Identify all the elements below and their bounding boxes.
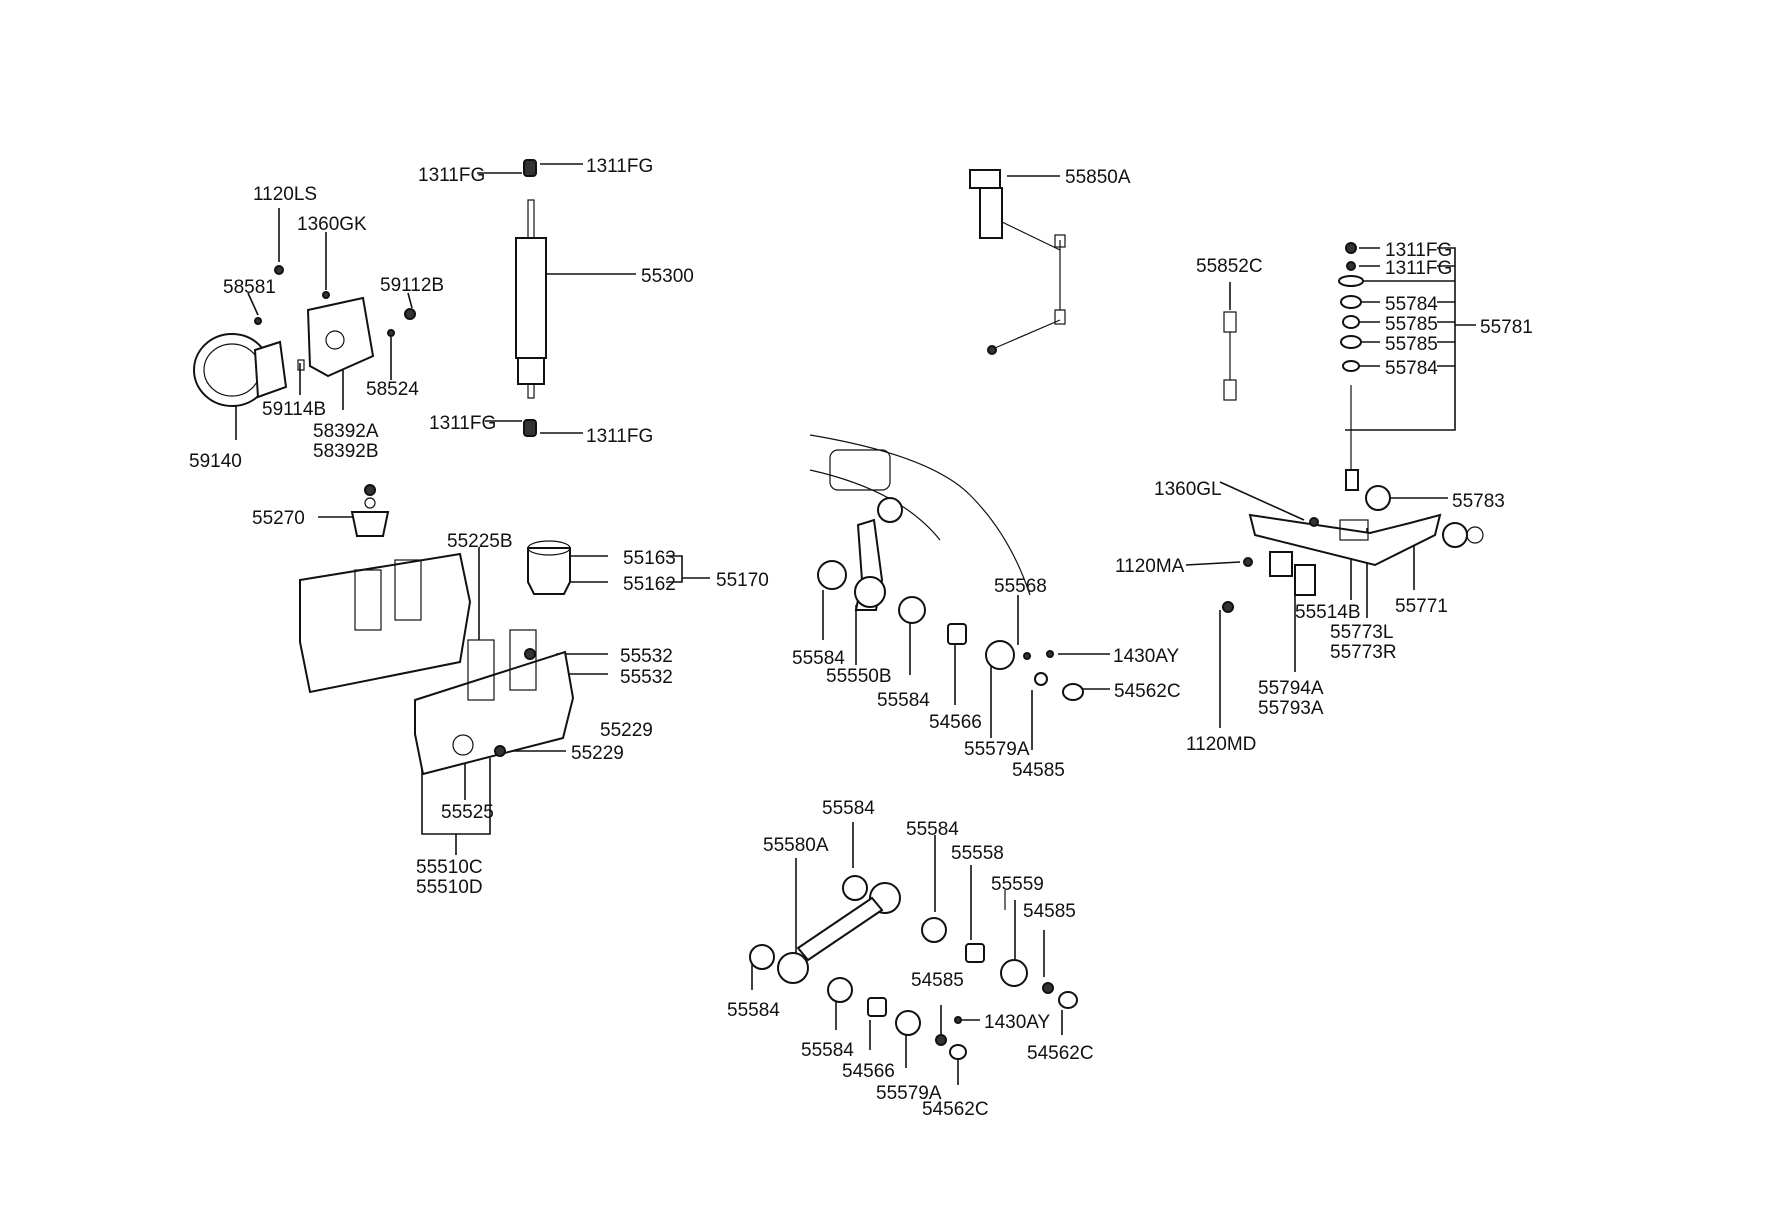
height-valve-linkage xyxy=(969,169,1237,401)
label-1311fg: 1311FG xyxy=(586,426,653,447)
label-59114b: 59114B xyxy=(262,399,326,420)
axle-bracket-arm xyxy=(809,434,1084,701)
label-58392b: 58392B xyxy=(313,441,379,462)
label-58581: 58581 xyxy=(223,277,276,298)
label-1360gk: 1360GK xyxy=(297,214,367,235)
label-55584: 55584 xyxy=(877,690,930,711)
label-55584: 55584 xyxy=(822,798,875,819)
label-55229: 55229 xyxy=(571,743,624,764)
label-55525: 55525 xyxy=(441,802,494,823)
label-55785: 55785 xyxy=(1385,314,1438,335)
label-55784: 55784 xyxy=(1385,294,1438,315)
label-55784: 55784 xyxy=(1385,358,1438,379)
label-1311fg: 1311FG xyxy=(1385,258,1452,279)
label-55550b: 55550B xyxy=(826,666,892,687)
label-55225b: 55225B xyxy=(447,531,513,552)
label-55781: 55781 xyxy=(1480,317,1533,338)
label-55170: 55170 xyxy=(716,570,769,591)
bump-stopper xyxy=(350,484,390,537)
label-55579a: 55579A xyxy=(964,739,1030,760)
label-54562c: 54562C xyxy=(1027,1043,1094,1064)
label-55163: 55163 xyxy=(623,548,676,569)
label-55580a: 55580A xyxy=(763,835,829,856)
label-1311fg: 1311FG xyxy=(429,413,496,434)
label-1430ay: 1430AY xyxy=(1113,646,1180,667)
label-55794a: 55794A xyxy=(1258,678,1324,699)
label-55584: 55584 xyxy=(727,1000,780,1021)
label-58392a: 58392A xyxy=(313,421,379,442)
label-55568: 55568 xyxy=(994,576,1047,597)
label-54562c: 54562C xyxy=(1114,681,1181,702)
label-55532: 55532 xyxy=(620,667,673,688)
brake-chamber xyxy=(193,265,416,407)
label-55579a: 55579A xyxy=(876,1083,942,1104)
lower-link-cluster xyxy=(749,875,1078,1060)
label-54566: 54566 xyxy=(842,1061,895,1082)
shock-absorber xyxy=(515,159,547,437)
label-55510d: 55510D xyxy=(416,877,483,898)
label-54562c: 54562C xyxy=(922,1099,989,1120)
part-labels: 1311FG 1311FG 1120LS 1360GK 58581 59112B… xyxy=(189,156,1533,1120)
label-58524: 58524 xyxy=(366,379,419,400)
label-54585: 54585 xyxy=(911,970,964,991)
label-55558: 55558 xyxy=(951,843,1004,864)
label-55783: 55783 xyxy=(1452,491,1505,512)
label-1311fg: 1311FG xyxy=(418,165,485,186)
label-55584: 55584 xyxy=(792,648,845,669)
label-1360gl: 1360GL xyxy=(1154,479,1222,500)
label-54585: 54585 xyxy=(1012,760,1065,781)
label-1311fg: 1311FG xyxy=(586,156,653,177)
label-54566: 54566 xyxy=(929,712,982,733)
label-55771: 55771 xyxy=(1395,596,1448,617)
label-55300: 55300 xyxy=(641,266,694,287)
label-55584: 55584 xyxy=(801,1040,854,1061)
label-55559: 55559 xyxy=(991,874,1044,895)
label-55773r: 55773R xyxy=(1330,642,1397,663)
spring-seat-brackets xyxy=(299,540,575,776)
label-1311fg: 1311FG xyxy=(1385,240,1452,261)
label-55850a: 55850A xyxy=(1065,167,1131,188)
label-1120ma: 1120MA xyxy=(1115,556,1185,577)
label-59112b: 59112B xyxy=(380,275,444,296)
label-55270: 55270 xyxy=(252,508,305,529)
label-1120ls: 1120LS xyxy=(253,184,317,205)
label-55785: 55785 xyxy=(1385,334,1438,355)
label-55532: 55532 xyxy=(620,646,673,667)
label-59140: 59140 xyxy=(189,451,242,472)
label-1120md: 1120MD xyxy=(1186,734,1256,755)
label-55162: 55162 xyxy=(623,574,676,595)
label-55793a: 55793A xyxy=(1258,698,1324,719)
label-54585: 54585 xyxy=(1023,901,1076,922)
label-55514b: 55514B xyxy=(1295,602,1361,623)
label-1430ay: 1430AY xyxy=(984,1012,1051,1033)
label-55510c: 55510C xyxy=(416,857,483,878)
leveling-valve-stack xyxy=(1222,242,1484,613)
label-55773l: 55773L xyxy=(1330,622,1393,643)
label-55584: 55584 xyxy=(906,819,959,840)
label-55852c: 55852C xyxy=(1196,256,1263,277)
label-55229: 55229 xyxy=(600,720,653,741)
